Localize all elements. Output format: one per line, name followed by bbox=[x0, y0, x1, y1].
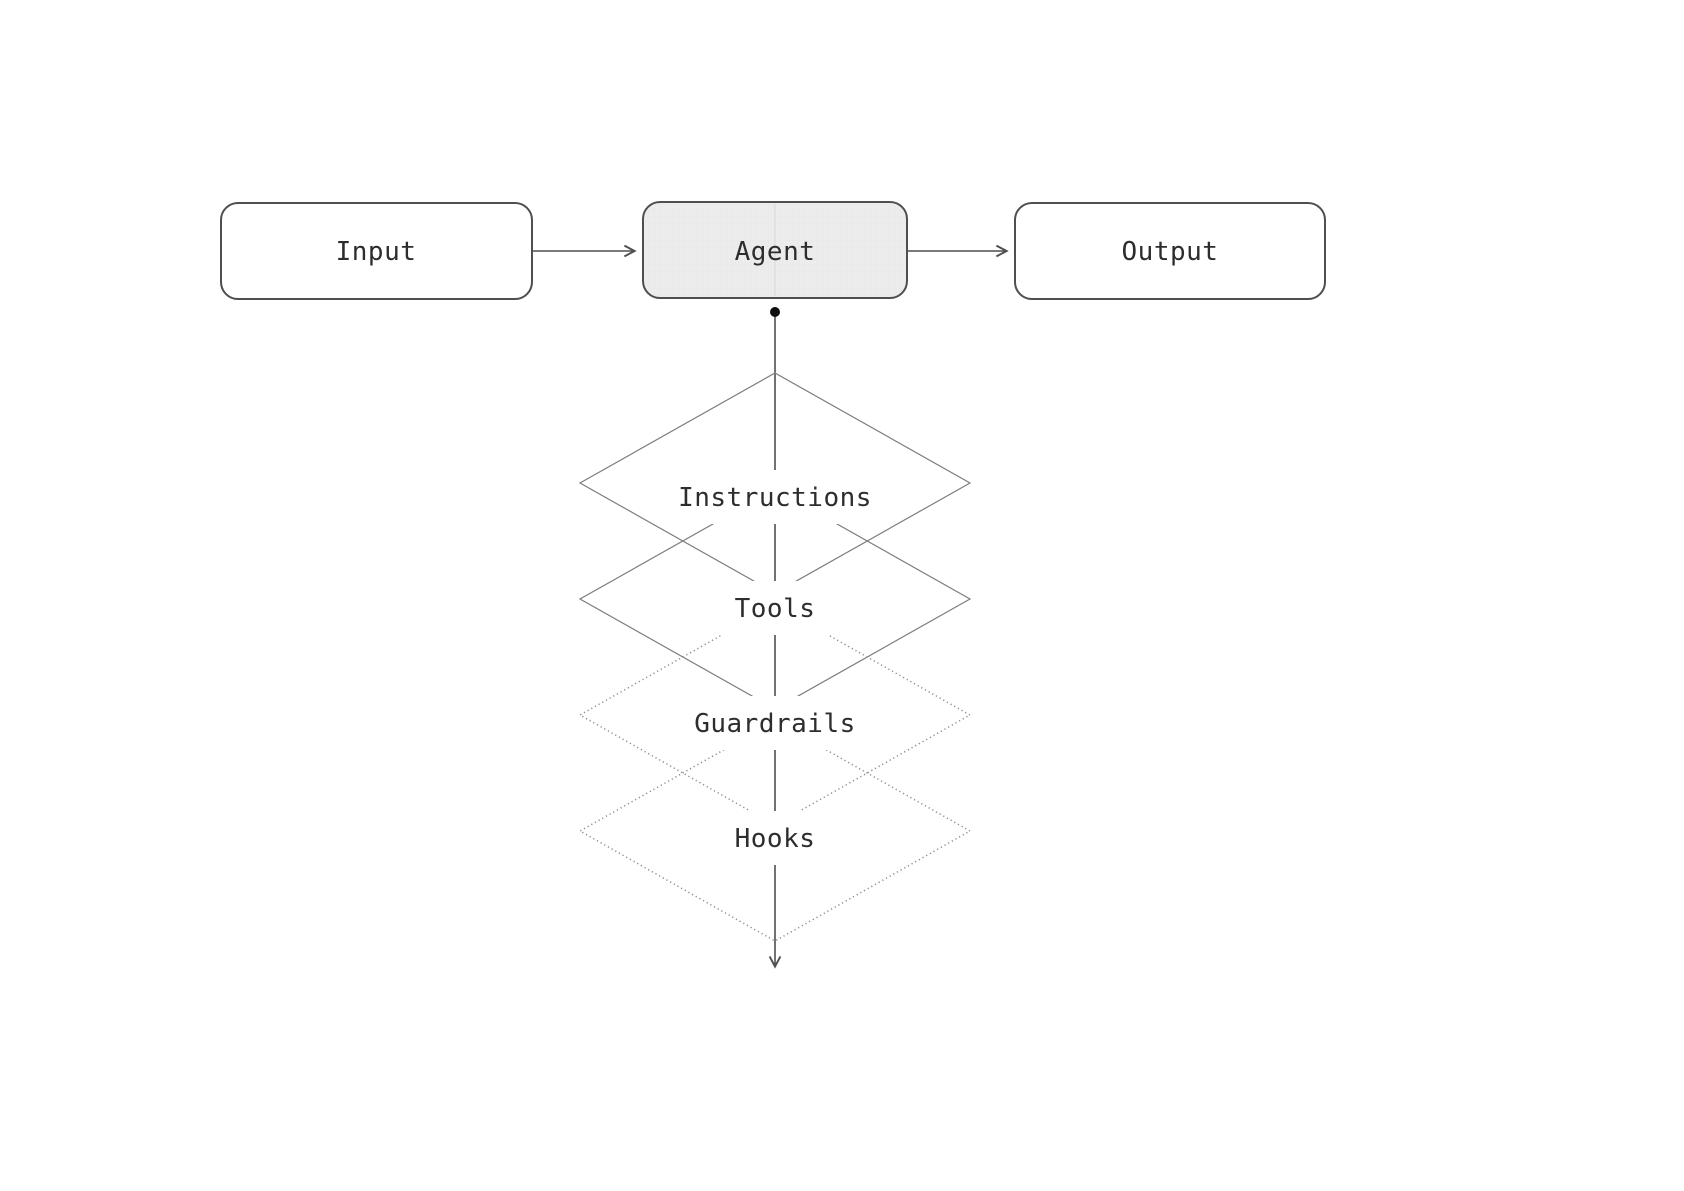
input-node-label: Input bbox=[336, 237, 417, 267]
layer-label-tools: Tools bbox=[735, 594, 816, 624]
anchor-dot-icon bbox=[770, 307, 780, 317]
layer-hooks: Hooks bbox=[711, 811, 839, 865]
label-mask bbox=[677, 696, 873, 750]
layer-guardrails: Guardrails bbox=[677, 696, 873, 750]
agent-node-label: Agent bbox=[735, 237, 816, 267]
layer-label-hooks: Hooks bbox=[735, 824, 816, 854]
output-node-box bbox=[1014, 202, 1326, 300]
agent-node: Agent bbox=[642, 201, 908, 299]
input-node-box bbox=[220, 202, 533, 300]
output-node: Output bbox=[1014, 202, 1326, 300]
label-mask bbox=[711, 811, 839, 865]
label-mask bbox=[713, 581, 837, 635]
layer-instructions: Instructions bbox=[660, 470, 890, 524]
output-node-label: Output bbox=[1122, 237, 1219, 267]
layer-tools: Tools bbox=[713, 581, 837, 635]
layer-label-guardrails: Guardrails bbox=[694, 709, 856, 739]
input-node: Input bbox=[220, 202, 533, 300]
label-mask bbox=[660, 470, 890, 524]
layer-label-instructions: Instructions bbox=[678, 483, 872, 513]
